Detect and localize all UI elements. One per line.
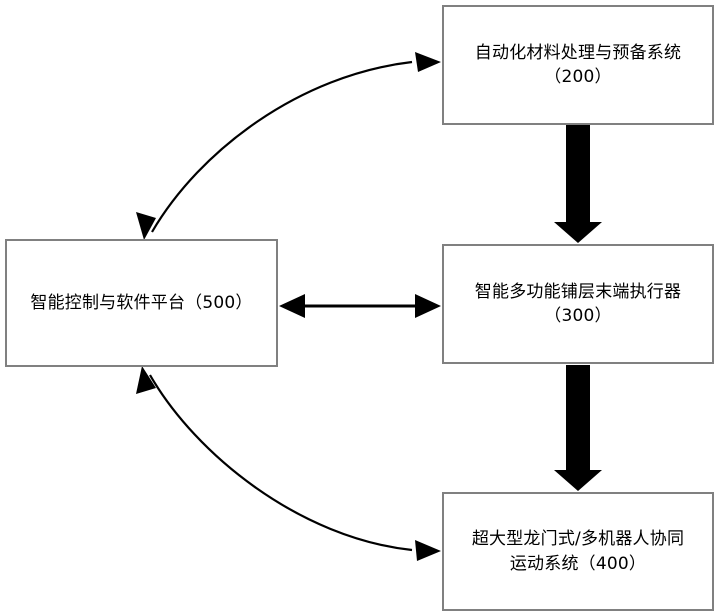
connector-500-to-200 (136, 52, 441, 240)
connector-500-to-200-line (151, 60, 413, 233)
node-ultra-large-gantry-multi-robot-motion-system[interactable]: 超大型龙门式/多机器人协同 运动系统（400） (442, 492, 714, 611)
node-500-label: 智能控制与软件平台（500） (30, 292, 253, 313)
node-200-label: 自动化材料处理与预备系统 （200） (474, 42, 682, 87)
node-intelligent-control-software-platform[interactable]: 智能控制与软件平台（500） (5, 239, 278, 367)
arrowhead-into-500-bottom (136, 366, 156, 394)
node-400-label: 超大型龙门式/多机器人协同 运动系统（400） (471, 529, 685, 574)
connector-500-to-400 (136, 366, 441, 561)
arrowhead-into-300-left (415, 294, 441, 318)
connector-300-to-400 (554, 365, 602, 491)
block-arrow-200-to-300 (554, 125, 602, 243)
arrowhead-into-400 (415, 540, 441, 561)
node-intelligent-multifunction-layup-end-effector[interactable]: 智能多功能铺层末端执行器 （300） (442, 244, 714, 364)
node-automated-material-handling-preparation-system[interactable]: 自动化材料处理与预备系统 （200） (442, 5, 714, 125)
block-arrow-300-to-400 (554, 365, 602, 491)
connector-200-to-300 (554, 125, 602, 243)
arrowhead-into-200 (415, 52, 441, 72)
connector-500-to-400-line (149, 374, 413, 552)
arrowhead-into-500-right (279, 294, 305, 318)
connector-500-to-300 (279, 294, 441, 318)
arrowhead-into-500-top (136, 212, 156, 240)
node-300-label: 智能多功能铺层末端执行器 （300） (474, 281, 682, 326)
